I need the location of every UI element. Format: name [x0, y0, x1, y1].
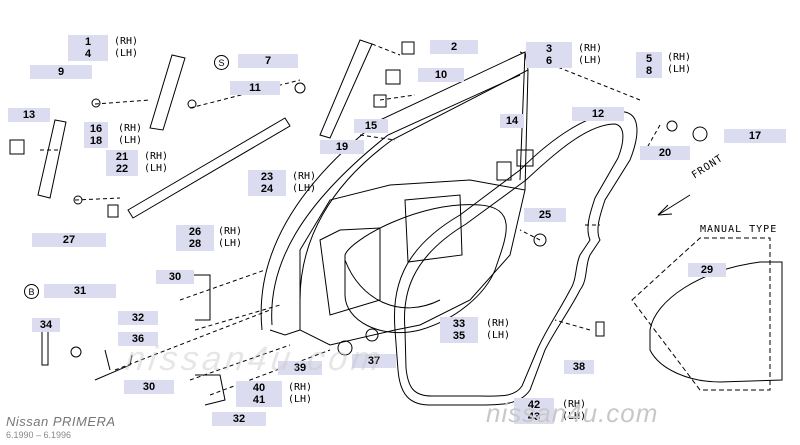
callout-7: 7	[238, 54, 298, 68]
callout-1-text: 1	[84, 36, 92, 48]
callout-6-text: 6	[545, 55, 553, 67]
callout-27: 27	[32, 233, 106, 247]
callout-34: 34	[32, 318, 60, 332]
lh-label: (LH)	[667, 64, 692, 75]
lh-label: (LH)	[292, 183, 317, 194]
lh-label: (LH)	[578, 55, 603, 66]
rh-label: (RH)	[292, 171, 317, 182]
callout-43-text: 43	[527, 411, 541, 423]
callout-24-text: 24	[260, 183, 274, 195]
callout-25: 25	[524, 208, 566, 222]
callout-33-35: 33 35	[440, 317, 478, 343]
rh-label: (RH)	[288, 382, 313, 393]
belt-moulding	[127, 117, 291, 219]
footer-model-name: Nissan PRIMERA	[6, 414, 116, 429]
rh-label: (RH)	[486, 318, 511, 329]
lh-label: (LH)	[144, 163, 169, 174]
callout-31: 31	[44, 284, 116, 298]
lh-label: (LH)	[486, 330, 511, 341]
manual-type-trim	[631, 237, 771, 391]
callout-29: 29	[688, 263, 726, 277]
callout-23-text: 23	[260, 171, 274, 183]
callout-21-text: 21	[115, 151, 129, 163]
callout-16-text: 16	[89, 123, 103, 135]
callout-33-35-sides: (RH) (LH)	[486, 318, 510, 342]
callout-1-4-sides: (RH) (LH)	[114, 36, 138, 60]
callout-23-24-sides: (RH) (LH)	[292, 171, 316, 195]
callout-14: 14	[500, 114, 524, 128]
callout-40-41-sides: (RH) (LH)	[288, 382, 312, 406]
callout-39: 39	[278, 361, 322, 375]
callout-42-43: 42 43	[514, 398, 554, 424]
callout-3-6: 3 6	[526, 42, 572, 68]
callout-32-lower: 32	[212, 412, 266, 426]
callout-26-28-sides: (RH) (LH)	[218, 226, 242, 250]
callout-23-24: 23 24	[248, 170, 286, 196]
callout-5-8-sides: (RH) (LH)	[667, 52, 691, 76]
weatherstrip	[394, 111, 638, 406]
callout-26-text: 26	[188, 226, 202, 238]
callout-41-text: 41	[252, 394, 266, 406]
watermark-bottom-right: nissan4u.com	[486, 398, 659, 428]
callout-40-text: 40	[252, 382, 266, 394]
callout-26-28: 26 28	[176, 225, 214, 251]
callout-3-6-sides: (RH) (LH)	[578, 43, 602, 67]
callout-35-text: 35	[452, 330, 466, 342]
callout-10: 10	[418, 68, 464, 82]
callout-4-text: 4	[84, 48, 92, 60]
rh-label: (RH)	[114, 36, 139, 47]
callout-40-41: 40 41	[236, 381, 282, 407]
callout-12: 12	[572, 107, 624, 121]
callout-5-8: 5 8	[636, 52, 662, 78]
rh-label: (RH)	[144, 151, 169, 162]
callout-20: 20	[640, 146, 690, 160]
circle-s-symbol: S	[214, 55, 229, 70]
rh-label: (RH)	[118, 123, 143, 134]
callout-42-text: 42	[527, 399, 541, 411]
callout-42-43-sides: (RH) (LH)	[562, 399, 586, 423]
callout-32-upper: 32	[118, 311, 158, 325]
door-inner-panel	[299, 179, 526, 346]
lh-label: (LH)	[114, 48, 139, 59]
callout-15: 15	[354, 119, 388, 133]
callout-9: 9	[30, 65, 92, 79]
callout-2: 2	[430, 40, 478, 54]
callout-30-upper: 30	[156, 270, 194, 284]
callout-21-22: 21 22	[106, 150, 138, 176]
manual-type-label: MANUAL TYPE	[700, 224, 778, 235]
callout-19: 19	[320, 140, 364, 154]
watermark-center: nissan4u.com	[123, 340, 387, 378]
rh-label: (RH)	[562, 399, 587, 410]
callout-21-22-sides: (RH) (LH)	[144, 151, 168, 175]
callout-17: 17	[724, 129, 786, 143]
callout-30-lower: 30	[124, 380, 174, 394]
callout-8-text: 8	[645, 65, 653, 77]
footer-production-years: 6.1990 – 6.1996	[6, 430, 72, 440]
sealing-screen	[344, 204, 507, 334]
callout-16-18-sides: (RH) (LH)	[118, 123, 142, 147]
callout-13: 13	[8, 108, 50, 122]
callout-1-4: 1 4	[68, 35, 108, 61]
callout-22-text: 22	[115, 163, 129, 175]
lh-label: (LH)	[218, 238, 243, 249]
callout-28-text: 28	[188, 238, 202, 250]
callout-37: 37	[352, 354, 396, 368]
callout-36: 36	[118, 332, 158, 346]
callout-5-text: 5	[645, 53, 653, 65]
lh-label: (LH)	[288, 394, 313, 405]
lh-label: (LH)	[562, 411, 587, 422]
rh-label: (RH)	[667, 52, 692, 63]
callout-3-text: 3	[545, 43, 553, 55]
callout-38: 38	[564, 360, 594, 374]
circle-b-symbol: B	[24, 284, 39, 299]
callout-11: 11	[230, 81, 280, 95]
rh-label: (RH)	[578, 43, 603, 54]
callout-16-18: 16 18	[84, 122, 108, 148]
callout-33-text: 33	[452, 318, 466, 330]
lh-label: (LH)	[118, 135, 143, 146]
callout-18-text: 18	[89, 135, 103, 147]
rh-label: (RH)	[218, 226, 243, 237]
